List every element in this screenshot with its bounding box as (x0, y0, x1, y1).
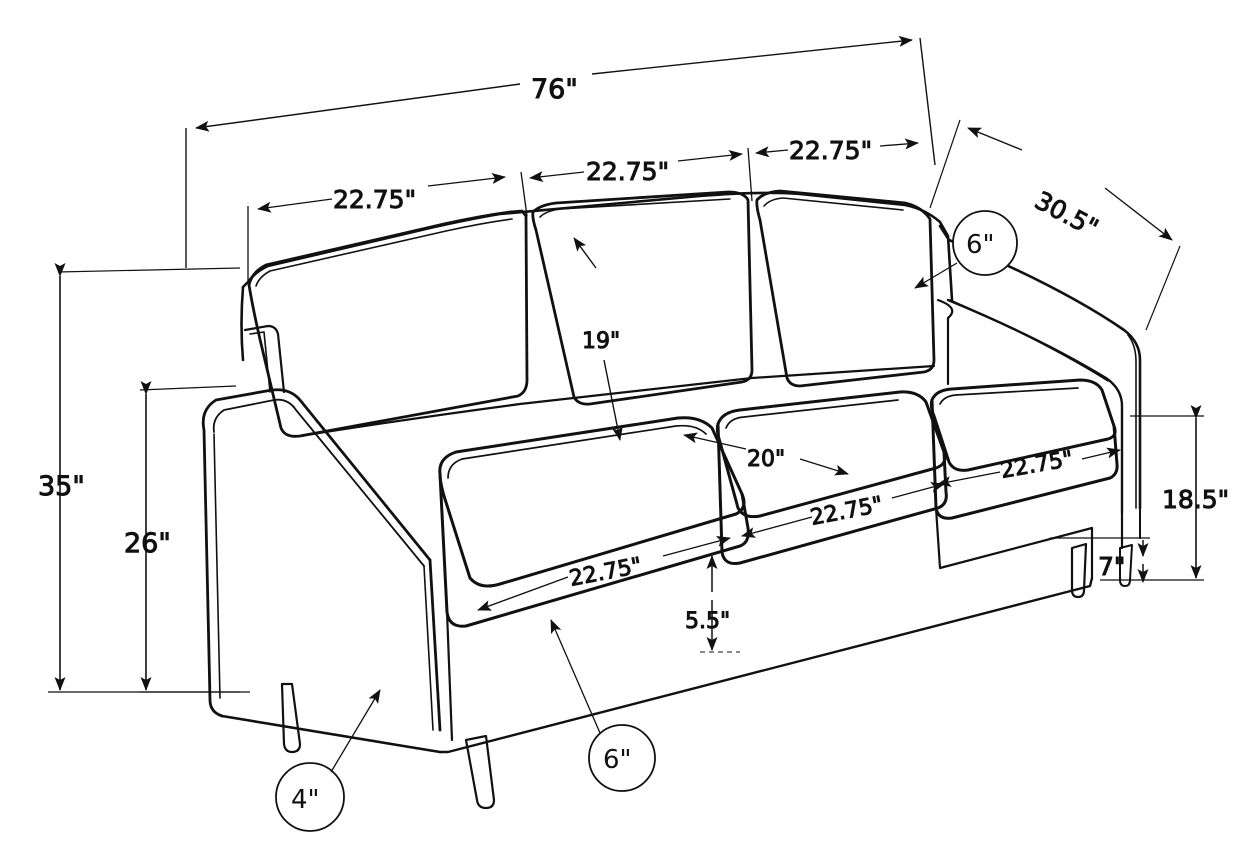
seat-cushion-center (715, 390, 948, 565)
dim-label-seat-height: 18.5" (1162, 485, 1229, 514)
callouts: 6" 6" 4" (275, 210, 1018, 832)
dim-seat-height: 18.5" (1100, 405, 1230, 581)
dim-back-height: 26" (124, 381, 250, 693)
dim-overall-width: 76" (185, 35, 936, 268)
back-cushion-left (247, 209, 529, 438)
callout-circle (275, 762, 345, 832)
dim-label-section-3: 22.75" (789, 136, 872, 165)
dim-label-back-cushion-height: 19" (582, 329, 620, 354)
sofa-legs (280, 542, 1133, 810)
sofa-base-skirt (438, 506, 1141, 754)
dim-label-seat-depth: 20" (747, 447, 785, 472)
dim-section-2: 22.75" (520, 149, 743, 217)
callout-arm-width: 4" (275, 689, 381, 832)
callout-label-arm-width: 4" (291, 785, 320, 815)
seat-cushion-right (929, 378, 1119, 520)
dim-label-leg-height: 7" (1098, 552, 1125, 581)
dim-section-1: 22.75" (247, 173, 506, 282)
callout-back-cushion-thickness: 6" (914, 210, 1018, 289)
dim-label-section-1: 22.75" (333, 185, 416, 214)
dim-leg-height: 7" (1050, 537, 1150, 583)
callout-base-skirt: 6" (550, 619, 656, 792)
callout-label-base-skirt: 6" (603, 745, 632, 775)
dim-label-cushion-thickness: 5.5" (685, 609, 730, 634)
callout-circle (952, 210, 1018, 276)
dim-label-section-2: 22.75" (586, 157, 669, 186)
dim-cushion-thickness: 5.5" (685, 555, 740, 653)
dim-label-overall-height: 35" (38, 471, 85, 502)
dim-label-overall-width: 76" (531, 74, 578, 105)
sofa-seat-deck (298, 364, 936, 438)
callout-label-back-cushion: 6" (966, 230, 995, 260)
callout-circle (588, 724, 656, 792)
sofa-left-arm (201, 324, 442, 754)
dim-section-3: 22.75" (747, 136, 919, 202)
back-cushion-right (755, 189, 936, 388)
dim-seat-depth: 20" (683, 432, 849, 476)
dim-label-back-height: 26" (124, 528, 171, 559)
dim-back-cushion-height: 19" (573, 237, 623, 441)
